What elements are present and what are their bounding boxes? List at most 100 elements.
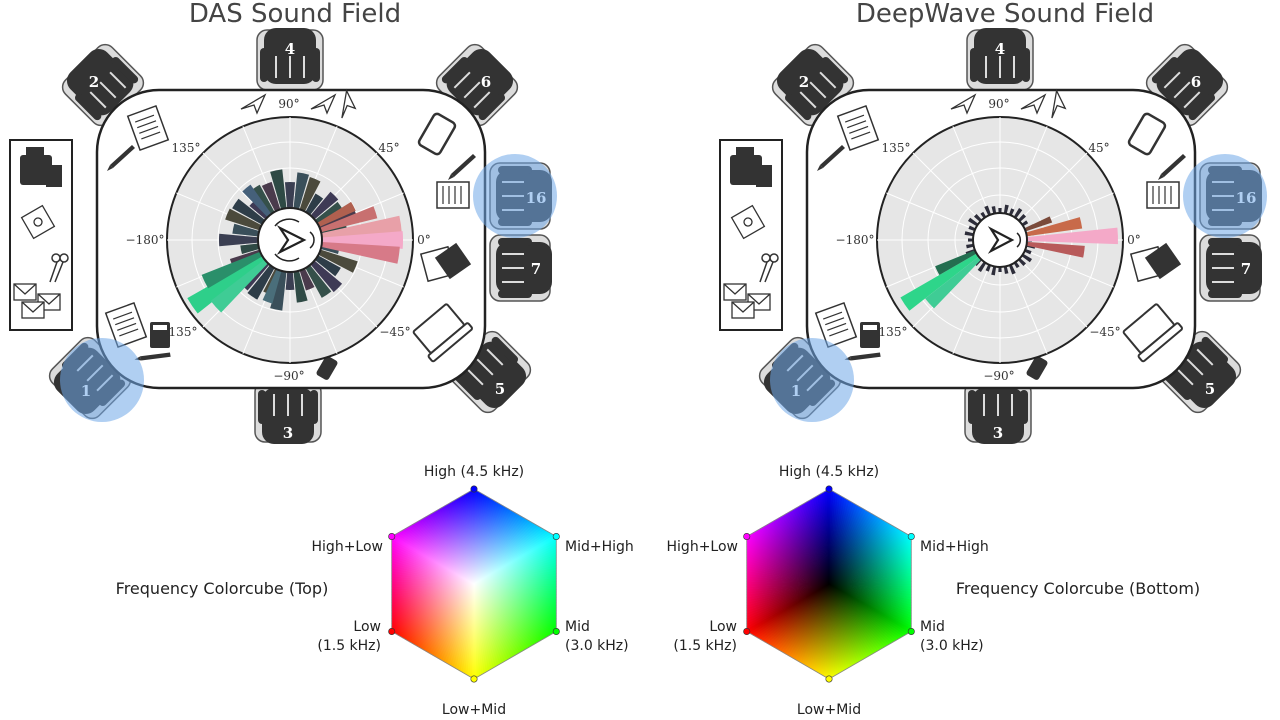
angle-label-0: 0° — [417, 233, 431, 247]
panel-title: DAS Sound Field — [189, 0, 401, 29]
field-wedge — [991, 206, 997, 214]
calculator-icon — [814, 302, 883, 376]
angle-label-minus-180: −180° — [126, 233, 165, 247]
field-wedge — [998, 207, 1002, 214]
field-wedge — [1003, 204, 1009, 214]
colorcube-vertex — [743, 627, 751, 635]
field-wedge — [293, 172, 310, 210]
field-wedge — [968, 238, 974, 242]
field-wedge — [1024, 249, 1032, 255]
angle-label-135: 135° — [172, 141, 201, 155]
tablet-icon — [1127, 112, 1167, 156]
field-wedge — [321, 215, 402, 239]
colorcube-title-top: Frequency Colorcube (Top) — [116, 579, 329, 598]
label-low-freq: (1.5 kHz) — [673, 638, 737, 654]
field-wedge — [991, 266, 997, 276]
svg-text:6: 6 — [1191, 73, 1201, 91]
field-wedge — [284, 182, 296, 209]
label-mid-high: Mid+High — [565, 539, 634, 555]
field-wedge — [1013, 207, 1023, 219]
label-low-mid: Low+Mid — [797, 702, 861, 718]
colorcube-vertex — [907, 627, 915, 635]
svg-text:3: 3 — [283, 424, 293, 442]
frequency-colorcube-top — [388, 485, 560, 683]
active-speaker-highlight — [60, 338, 144, 422]
panel-title: DeepWave Sound Field — [856, 0, 1154, 29]
seat-6: 6 — [1141, 38, 1234, 131]
field-wedge — [270, 270, 287, 311]
stationery-icon — [730, 204, 766, 240]
field-wedge — [293, 270, 308, 303]
printer-icon — [730, 147, 772, 187]
field-wedge — [310, 260, 343, 293]
active-speaker-highlight — [770, 338, 854, 422]
label-low: Low — [709, 619, 737, 635]
scissors-icon — [759, 253, 779, 283]
field-wedge — [317, 201, 356, 227]
field-wedge — [240, 243, 260, 254]
angle-label-45: 45° — [378, 141, 399, 155]
label-mid: Mid — [920, 619, 945, 635]
field-wedge — [968, 225, 976, 231]
svg-text:6: 6 — [481, 73, 491, 91]
label-low: Low — [353, 619, 381, 635]
field-wedge — [232, 198, 266, 225]
svg-text:4: 4 — [285, 40, 295, 58]
svg-text:5: 5 — [1205, 380, 1215, 398]
field-wedge — [318, 249, 358, 273]
field-wedge — [314, 201, 344, 225]
label-high: High (4.5 kHz) — [779, 464, 879, 480]
angle-label-minus-180: −180° — [836, 233, 875, 247]
field-wedge — [299, 177, 321, 212]
field-wedge — [299, 268, 315, 291]
field-wedge — [314, 255, 341, 277]
label-high-low: High+Low — [312, 539, 383, 555]
field-wedge — [1009, 208, 1015, 216]
field-wedge — [270, 169, 287, 210]
phone-icon — [316, 356, 338, 380]
field-wedge — [1021, 253, 1033, 263]
tablet-icon — [417, 112, 457, 156]
deepwave-panel: DeepWave Sound Field — [719, 0, 1267, 445]
angle-label-minus-90: −90° — [273, 369, 304, 383]
folder-icon — [419, 242, 472, 283]
field-wedge — [310, 191, 339, 220]
colorcube-vertex — [743, 532, 751, 540]
field-wedge — [262, 269, 282, 304]
field-wedge — [900, 253, 979, 311]
scissors-icon — [49, 253, 69, 283]
label-high-low: High+Low — [667, 539, 738, 555]
seat-3: 3 — [964, 381, 1032, 445]
seat-4: 4 — [256, 27, 324, 91]
field-wedge — [967, 217, 979, 227]
seat-2: 2 — [766, 38, 859, 131]
colorcube-vertex — [470, 675, 478, 683]
envelopes-icon — [13, 283, 61, 319]
field-wedge — [319, 206, 378, 233]
svg-text:4: 4 — [995, 40, 1005, 58]
angle-label-minus-135: 135° — [169, 325, 198, 339]
field-wedge — [1009, 264, 1016, 275]
field-wedge — [966, 243, 974, 249]
angle-label-135: 135° — [882, 141, 911, 155]
colorcube-vertex — [825, 675, 833, 683]
field-wedge — [1018, 258, 1027, 267]
stationery-icon — [20, 204, 56, 240]
angle-label-minus-135: 135° — [879, 325, 908, 339]
field-wedge — [1026, 227, 1118, 245]
field-wedge — [985, 264, 991, 272]
field-wedge — [321, 231, 404, 249]
angle-label-90: 90° — [278, 97, 299, 111]
svg-text:7: 7 — [531, 260, 541, 278]
calculator-icon — [104, 302, 173, 376]
field-wedge — [285, 271, 295, 290]
seat-7: 7 — [1199, 234, 1263, 302]
laptop-icon — [412, 303, 473, 363]
folder-icon — [1129, 242, 1182, 283]
label-mid: Mid — [565, 619, 590, 635]
angle-label-minus-45: −45° — [379, 325, 410, 339]
colorcube-vertex — [552, 627, 560, 635]
svg-text:5: 5 — [495, 380, 505, 398]
notepad-icon — [436, 154, 476, 209]
field-wedge — [187, 255, 265, 314]
